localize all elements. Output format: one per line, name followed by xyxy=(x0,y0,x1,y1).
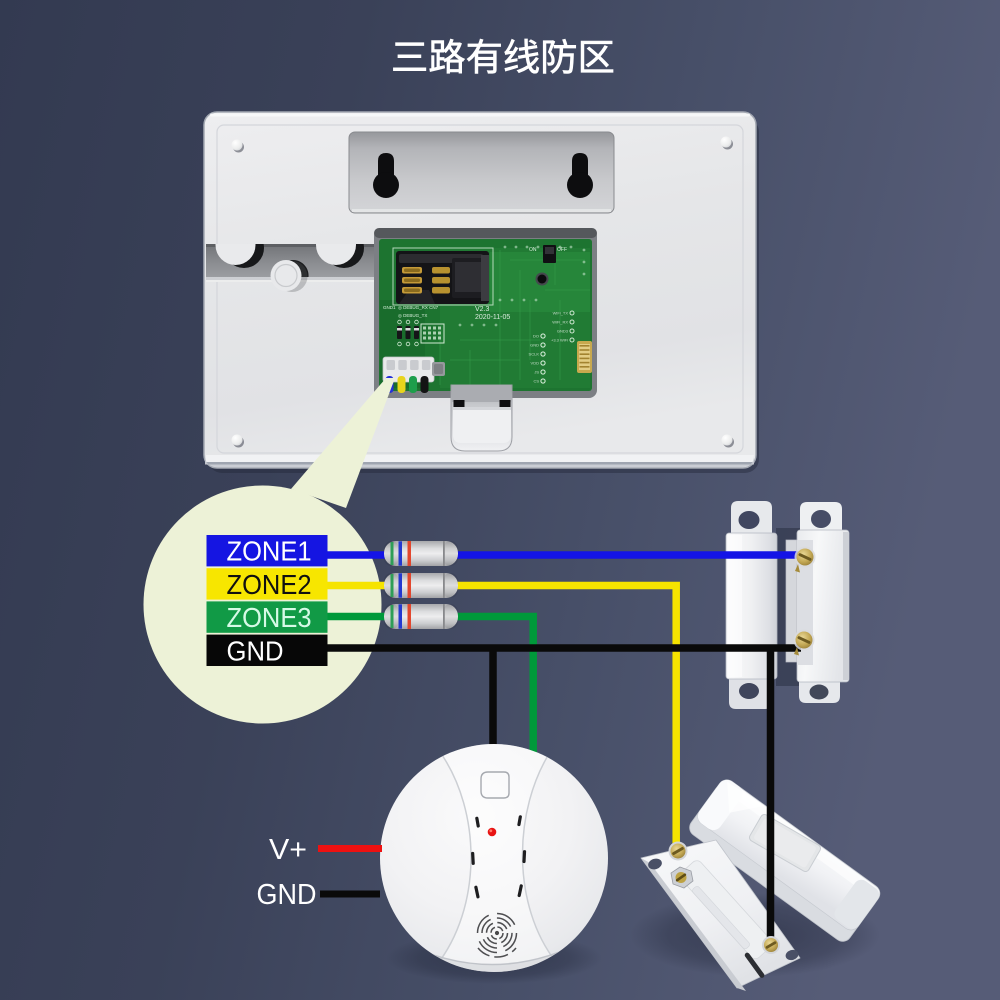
svg-text:VDD: VDD xyxy=(531,361,540,366)
svg-text:DO: DO xyxy=(533,334,539,339)
svg-text:2020-11-05: 2020-11-05 xyxy=(475,314,510,321)
svg-text:+3.3 WiFi: +3.3 WiFi xyxy=(551,338,568,343)
svg-text:V2.3: V2.3 xyxy=(475,306,490,313)
svg-text:GND: GND xyxy=(227,635,284,666)
svg-text:WiFi_TX: WiFi_TX xyxy=(553,311,569,316)
svg-text:OFF: OFF xyxy=(557,247,567,253)
svg-text:JS: JS xyxy=(534,370,539,375)
svg-text:GND: GND xyxy=(257,879,317,911)
svg-text:ZONE3: ZONE3 xyxy=(227,602,312,633)
svg-text:V+: V+ xyxy=(269,834,307,866)
svg-text:SCLK: SCLK xyxy=(529,352,540,357)
svg-text:GND: GND xyxy=(530,343,539,348)
svg-text:ZONE1: ZONE1 xyxy=(227,536,312,567)
svg-text:CS: CS xyxy=(533,379,539,384)
svg-text:ON: ON xyxy=(529,247,537,253)
svg-text:WiFi_RX: WiFi_RX xyxy=(552,320,568,325)
svg-text:◎ DEBUG_TX: ◎ DEBUG_TX xyxy=(398,313,427,318)
svg-text:GND3: GND3 xyxy=(557,329,569,334)
svg-text:ZONE2: ZONE2 xyxy=(227,569,312,600)
svg-text:◎ DEBUG_RX CN7: ◎ DEBUG_RX CN7 xyxy=(398,305,439,310)
svg-text:GND1: GND1 xyxy=(383,305,396,310)
